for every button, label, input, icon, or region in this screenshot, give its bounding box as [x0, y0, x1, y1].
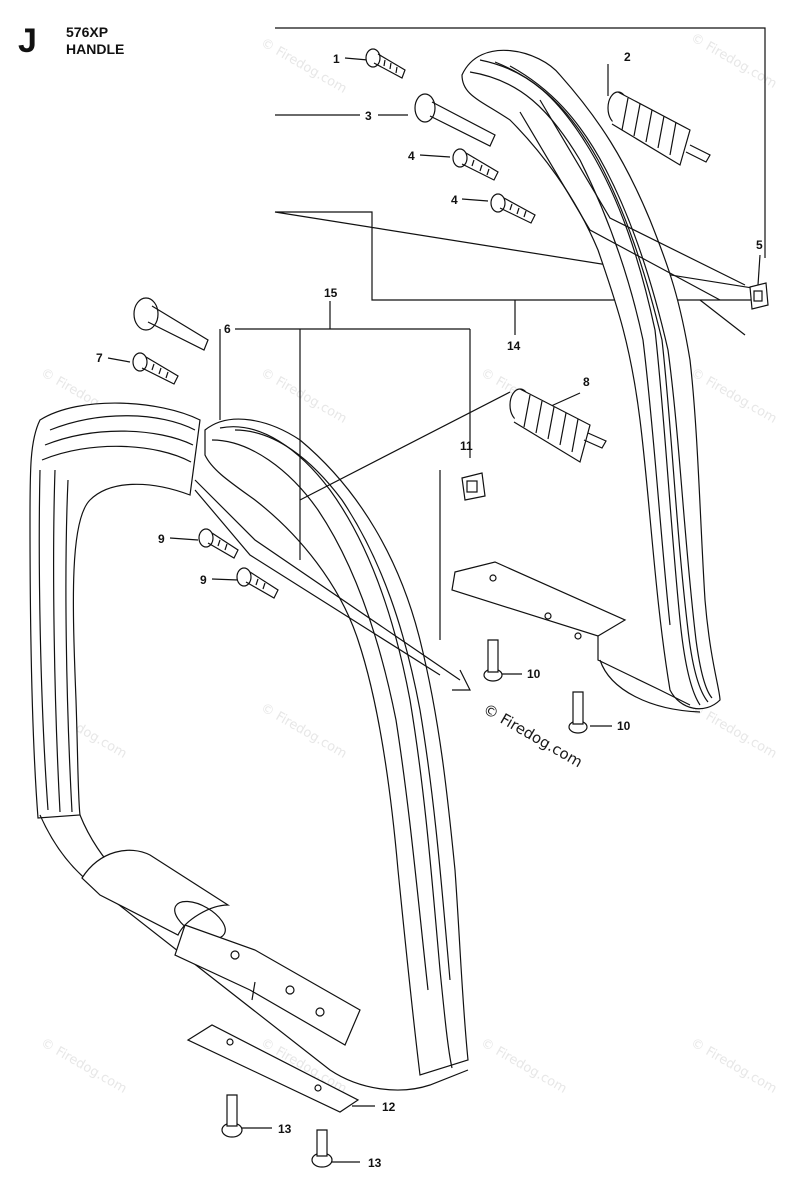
watermark: © Firedog.com — [478, 1035, 569, 1096]
callout-15: 15 — [324, 286, 338, 300]
callout-14: 14 — [507, 339, 521, 353]
screw-13a — [221, 1094, 243, 1138]
callout-labels: 1 2 3 4 4 5 6 7 8 9 9 10 10 11 12 13 13 … — [96, 50, 763, 1170]
callout-13b: 13 — [368, 1156, 382, 1170]
callout-9a: 9 — [158, 532, 165, 546]
callout-8: 8 — [583, 375, 590, 389]
watermark: © Firedog.com — [258, 35, 349, 96]
screw-1 — [365, 48, 406, 79]
nut-5 — [749, 282, 769, 310]
callout-1: 1 — [333, 52, 340, 66]
leader-lines — [107, 57, 761, 1163]
callout-10b: 10 — [617, 719, 631, 733]
watermark: © Firedog.com — [38, 1035, 129, 1096]
callout-7: 7 — [96, 351, 103, 365]
screw-4a — [452, 148, 499, 181]
callout-4b: 4 — [451, 193, 458, 207]
screw-7 — [132, 352, 179, 385]
watermark: © Firedog.com — [688, 1035, 779, 1096]
callout-3: 3 — [365, 109, 372, 123]
callout-5: 5 — [756, 238, 763, 252]
diagram-title: HANDLE — [66, 41, 125, 57]
watermark: © Firedog.com — [688, 365, 779, 426]
watermark-center: © Firedog.com — [480, 700, 586, 771]
callout-10a: 10 — [527, 667, 541, 681]
front-handle — [29, 402, 471, 1113]
section-letter: J — [18, 22, 37, 60]
callout-13a: 13 — [278, 1122, 292, 1136]
rear-handle — [451, 49, 746, 713]
screw-10b — [568, 691, 588, 734]
model-number: 576XP — [66, 24, 109, 40]
watermark: © Firedog.com — [688, 700, 779, 761]
screw-4b — [490, 193, 536, 224]
callout-2: 2 — [624, 50, 631, 64]
callout-6: 6 — [224, 322, 231, 336]
screw-10a — [483, 639, 503, 682]
callout-12: 12 — [382, 1100, 396, 1114]
screw-6 — [133, 297, 209, 351]
spring-2 — [607, 91, 711, 166]
watermark: © Firedog.com — [258, 365, 349, 426]
screw-9a — [198, 528, 239, 559]
nut-11 — [461, 472, 486, 501]
callout-4a: 4 — [408, 149, 415, 163]
screw-9b — [236, 567, 279, 599]
callout-9b: 9 — [200, 573, 207, 587]
screw-3 — [414, 93, 496, 147]
spring-8 — [509, 388, 607, 463]
callout-11: 11 — [460, 439, 473, 453]
watermark: © Firedog.com — [258, 700, 349, 761]
screw-13b — [311, 1129, 333, 1168]
